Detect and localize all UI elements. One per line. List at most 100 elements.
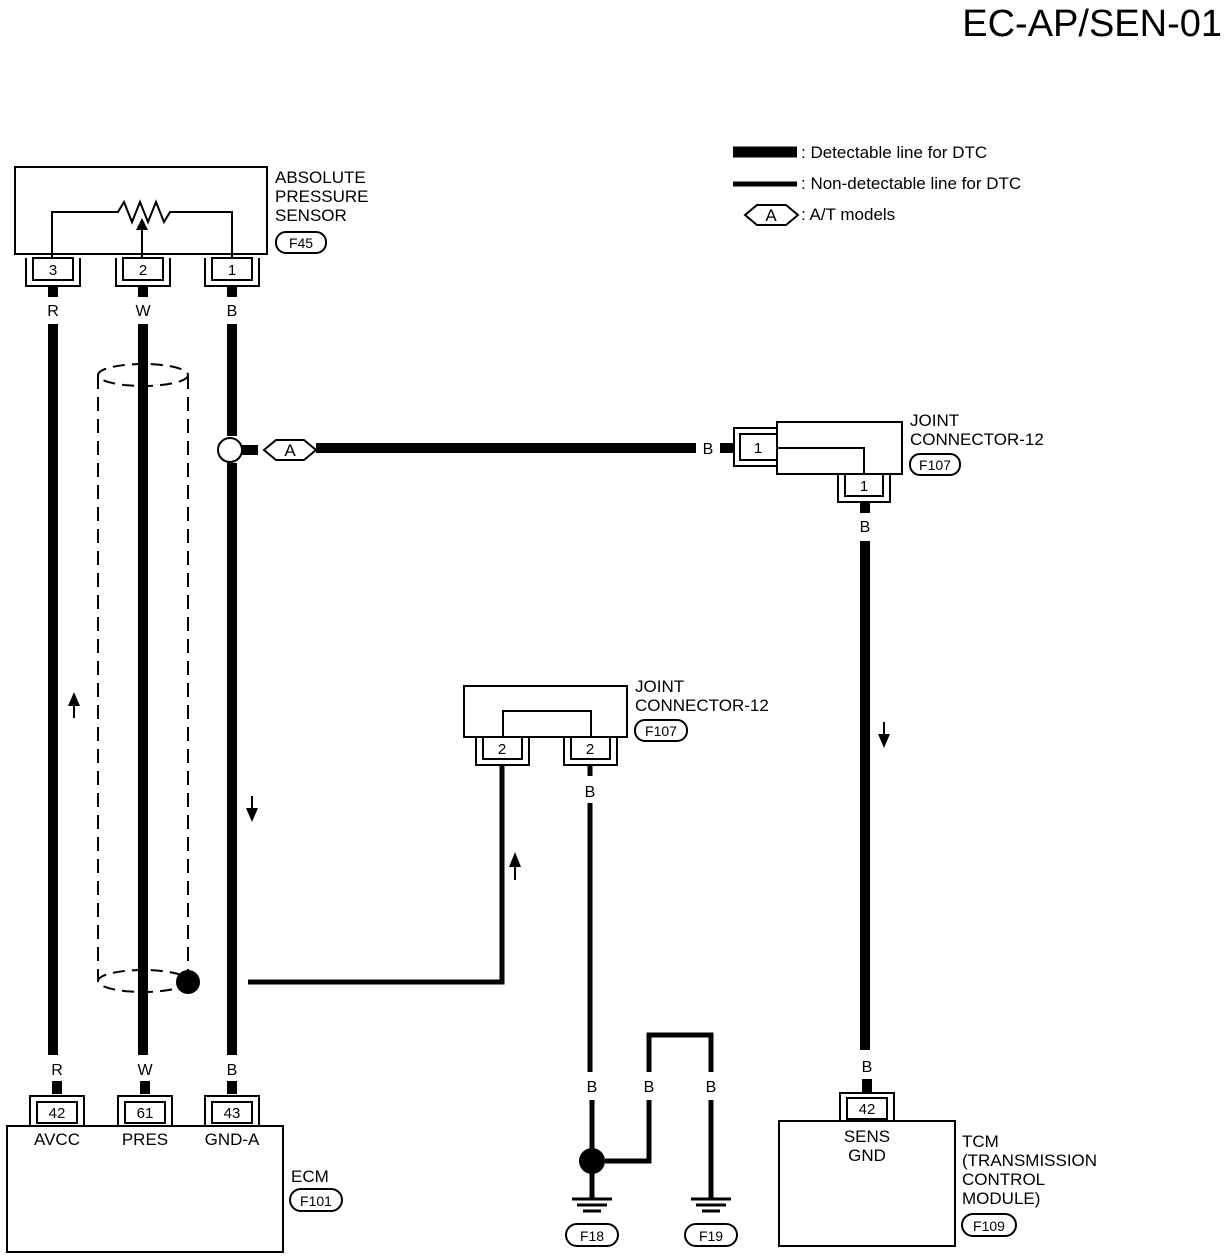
joint-upper-wire-in-color: B [703,441,714,458]
ecm-pin-43-housing [204,1095,260,1126]
joint-upper-label-line-1: JOINT [910,411,959,430]
ecm-terminal-gnd-a: GND-A [205,1130,260,1149]
wire-w-color-top: W [135,303,151,320]
ecm-terminal-avcc: AVCC [34,1130,80,1149]
tcm-pin-42-housing [839,1092,895,1121]
ground-wire-color-2: B [644,1079,655,1096]
tcm-body [778,1120,956,1247]
joint-upper-pin-left-housing [733,427,777,467]
joint-upper-wire-out-color: B [860,519,871,536]
legend-nondetectable-text: : Non-detectable line for DTC [801,174,1021,193]
sensor-pin-3-box [32,257,74,281]
wire-r-color-bottom: R [51,1062,63,1079]
joint-lower-pin-1-box [482,736,523,760]
option-badge-a-letter: A [284,441,296,460]
ecm-pin-61-box [124,1101,166,1124]
ecm-terminal-pres: PRES [122,1130,168,1149]
ground-splice-branch [605,1100,652,1164]
joint-lower-pin-2-number: 2 [586,741,594,758]
sensor-pin-2-box [122,257,164,281]
joint-connector-lower: 2 2 JOINT CONNECTOR-12 F107 B [463,677,769,1072]
ecm-pin-42-housing [29,1095,85,1126]
joint-lower-pin-1-number: 2 [498,741,506,758]
joint-lower-wire-color: B [585,784,596,801]
joint-connector-upper: 1 1 JOINT CONNECTOR-12 F107 B [733,411,1044,1050]
joint-lower-pin-2-box [570,736,611,760]
flow-arrow-down-icon [246,808,258,822]
ecm-pin-43-number: 43 [224,1105,241,1122]
tcm-connector-badge [961,1213,1017,1237]
flow-arrow-up-2-icon [509,852,521,867]
legend-option-letter: A [765,206,777,225]
ground-circuit: B B B F18 F19 [565,1032,738,1247]
sensor-pin-3-number: 3 [49,262,57,279]
ground-loop-top [646,1032,714,1072]
joint-upper-pin-bottom-box [844,473,884,497]
joint-lower-label-line-1: JOINT [635,677,684,696]
ground-f19-badge [684,1223,738,1247]
tcm-label-line-3: CONTROL [962,1170,1045,1189]
page-title: EC-AP/SEN-01 [962,3,1222,45]
shield-wire [97,363,521,994]
legend: : Detectable line for DTC : Non-detectab… [733,143,1021,226]
sensor-connector-id: F45 [289,235,313,251]
ecm-pin-42-number: 42 [49,1105,66,1122]
splice-point-open [217,437,243,463]
joint-upper-connector-badge [909,453,961,476]
sensor-pin-2-number: 2 [139,262,147,279]
joint-lower-connector-badge [634,719,688,742]
sensor-label-line-1: ABSOLUTE [275,168,366,187]
tcm-label-line-2: (TRANSMISSION [962,1151,1097,1170]
wire-w-color-bottom: W [137,1062,153,1079]
joint-upper-pin-left-box [739,433,778,461]
tcm: B 42 SENS GND TCM (TRANSMISSION CONTROL … [778,1059,1097,1247]
legend-option-text: : A/T models [801,205,895,224]
ground-wire-color-3: B [706,1079,717,1096]
flow-arrow-down-2-icon [878,734,890,748]
tcm-label-line-4: MODULE) [962,1189,1040,1208]
joint-lower-internal [502,710,592,741]
ground-f18-id: F18 [580,1228,604,1244]
tcm-pin-42-number: 42 [859,1101,876,1118]
joint-lower-connector-id: F107 [645,723,677,739]
sensor-label-line-3: SENSOR [275,206,347,225]
ecm-pin-61-number: 61 [137,1105,154,1122]
tcm-pin-42-box [846,1097,888,1120]
tcm-label-line-1: TCM [962,1132,999,1151]
absolute-pressure-sensor: ABSOLUTE PRESSURE SENSOR F45 3 2 1 [14,166,369,287]
tcm-connector-id: F109 [973,1218,1005,1234]
shield-splice-dot [176,970,200,994]
joint-upper-pin-bottom-number: 1 [860,478,868,495]
tcm-wire-color: B [862,1059,873,1076]
ecm-pin-42-box [36,1101,78,1124]
ecm-pin-61-housing [117,1095,173,1126]
ecm: 42 61 43 AVCC PRES GND-A ECM F101 [6,1095,343,1253]
joint-upper-internal [777,447,865,478]
sensor-connector-badge [275,231,327,254]
sensor-pin-1-number: 1 [228,262,236,279]
sensor-label-line-2: PRESSURE [275,187,369,206]
ecm-pin-43-box [211,1101,253,1124]
joint-lower-label-line-2: CONNECTOR-12 [635,696,769,715]
joint-upper-label-line-2: CONNECTOR-12 [910,430,1044,449]
tcm-terminal-line-1: SENS [844,1127,890,1146]
at-option-branch: A B [217,437,733,463]
sensor-pin-1-box [211,257,253,281]
tcm-terminal-line-2: GND [848,1146,886,1165]
ground-f19-id: F19 [699,1228,723,1244]
ground-splice-dot [579,1148,605,1174]
joint-upper-pin-left-number: 1 [754,440,762,457]
sensor-internal-circuit [51,199,233,262]
ecm-label: ECM [291,1167,329,1186]
legend-option-badge [743,204,800,226]
sensor-to-ecm-wires: R R W W B B [47,286,258,1094]
flow-arrow-up-icon [68,692,80,706]
joint-upper-connector-id: F107 [919,457,951,473]
ecm-connector-id: F101 [300,1193,332,1209]
shield-drain-wire [248,765,505,985]
joint-lower-pin-1-housing [475,737,530,766]
legend-detectable-text: : Detectable line for DTC [801,143,987,162]
wire-r-color-top: R [47,303,59,320]
ground-wire-color-1: B [587,1079,598,1096]
